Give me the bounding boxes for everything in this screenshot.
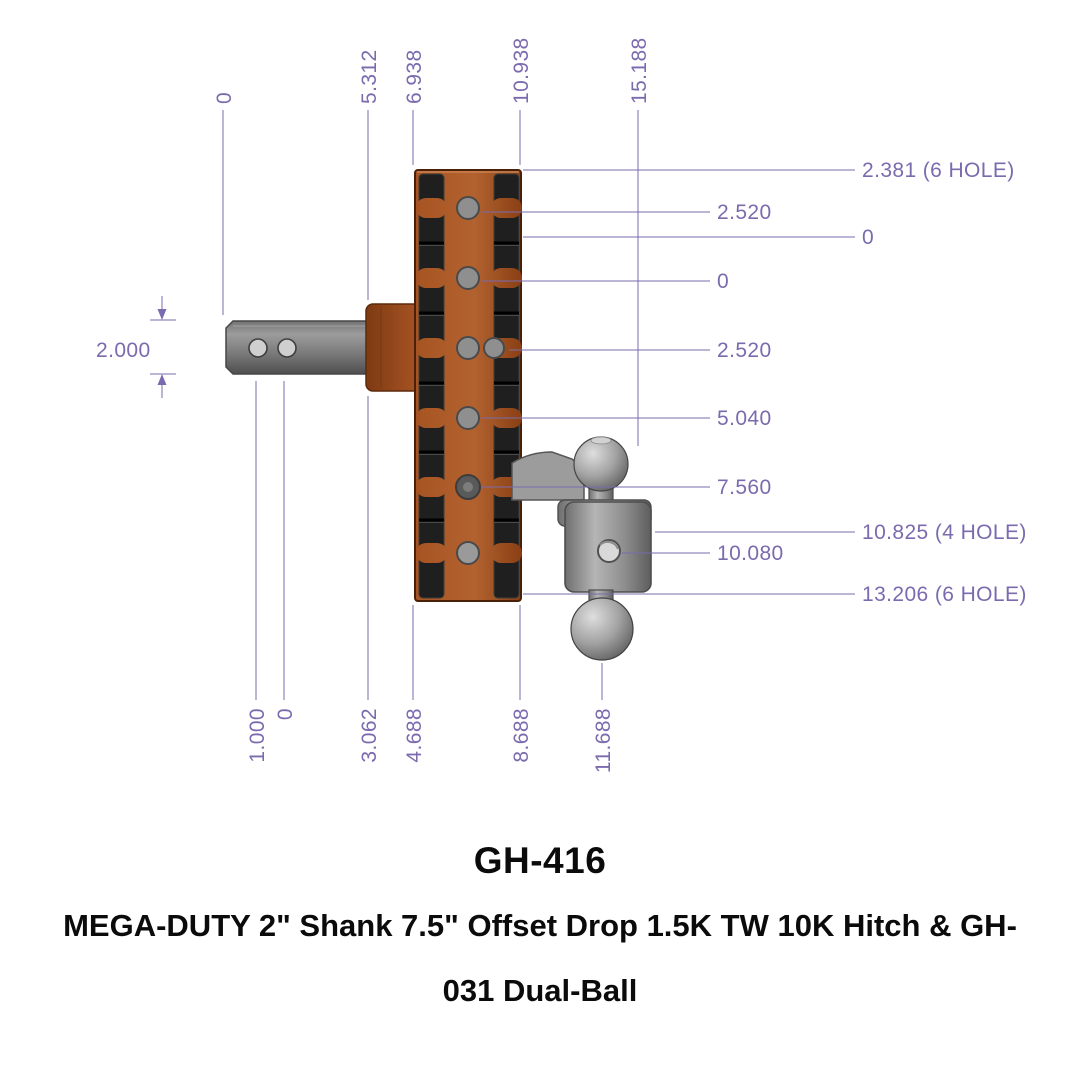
top-ball xyxy=(573,436,629,492)
dimension-labels: 0 5.312 6.938 10.938 15.188 1.000 0 3.06… xyxy=(96,37,1027,773)
mount-hole-shadow xyxy=(599,540,619,550)
product-description-line2: 031 Dual-Ball xyxy=(442,973,638,1008)
dim-right-5: 5.040 xyxy=(717,407,772,430)
dim-right-8: 10.080 xyxy=(717,542,784,565)
bottom-ball xyxy=(570,597,634,661)
dim-right-9: 13.206 (6 HOLE) xyxy=(862,583,1027,606)
rib-groove-highlights xyxy=(419,245,519,523)
dim-right-2: 0 xyxy=(862,226,874,249)
shank-pin-hole xyxy=(277,338,297,358)
shank-pin-hole xyxy=(248,338,268,358)
dim-right-3: 0 xyxy=(717,270,729,293)
dim-right-6: 7.560 xyxy=(717,476,772,499)
dim-top-0: 0 xyxy=(213,92,236,104)
dim-bottom-1: 0 xyxy=(274,708,297,720)
top-ball-flat xyxy=(590,436,612,445)
dim-left-2000 xyxy=(150,296,176,398)
dim-arrow-down xyxy=(157,309,167,320)
bracket-arm xyxy=(365,303,421,392)
dim-right-7: 10.825 (4 HOLE) xyxy=(862,521,1027,544)
dim-bottom-4: 8.688 xyxy=(510,708,533,763)
dim-right-1: 2.520 xyxy=(717,201,772,224)
mount-hole xyxy=(597,539,621,563)
rib-grooves xyxy=(419,241,519,522)
dimension-annotations xyxy=(150,110,855,700)
dual-ball-mount xyxy=(511,436,652,661)
dim-top-3: 10.938 xyxy=(510,37,533,104)
product-model-title: GH-416 xyxy=(473,840,607,881)
dim-top-2: 6.938 xyxy=(403,49,426,104)
dim-bottom-2: 3.062 xyxy=(358,708,381,763)
product-description-line1: MEGA-DUTY 2" Shank 7.5" Offset Drop 1.5K… xyxy=(63,908,1017,943)
dim-top-4: 15.188 xyxy=(628,37,651,104)
mount-clevis xyxy=(511,451,585,501)
hitch-assembly xyxy=(225,169,652,661)
dim-bottom-5: 11.688 xyxy=(592,708,615,773)
drop-bracket xyxy=(414,169,522,602)
dim-bottom-0: 1.000 xyxy=(246,708,269,763)
dim-right-0: 2.381 (6 HOLE) xyxy=(862,159,1015,182)
dim-arrow-up xyxy=(157,374,167,385)
dim-top-1: 5.312 xyxy=(358,49,381,104)
dim-bottom-3: 4.688 xyxy=(403,708,426,763)
dim-left-0: 2.000 xyxy=(96,339,151,362)
dim-right-4: 2.520 xyxy=(717,339,772,362)
adjustment-holes xyxy=(455,196,505,565)
